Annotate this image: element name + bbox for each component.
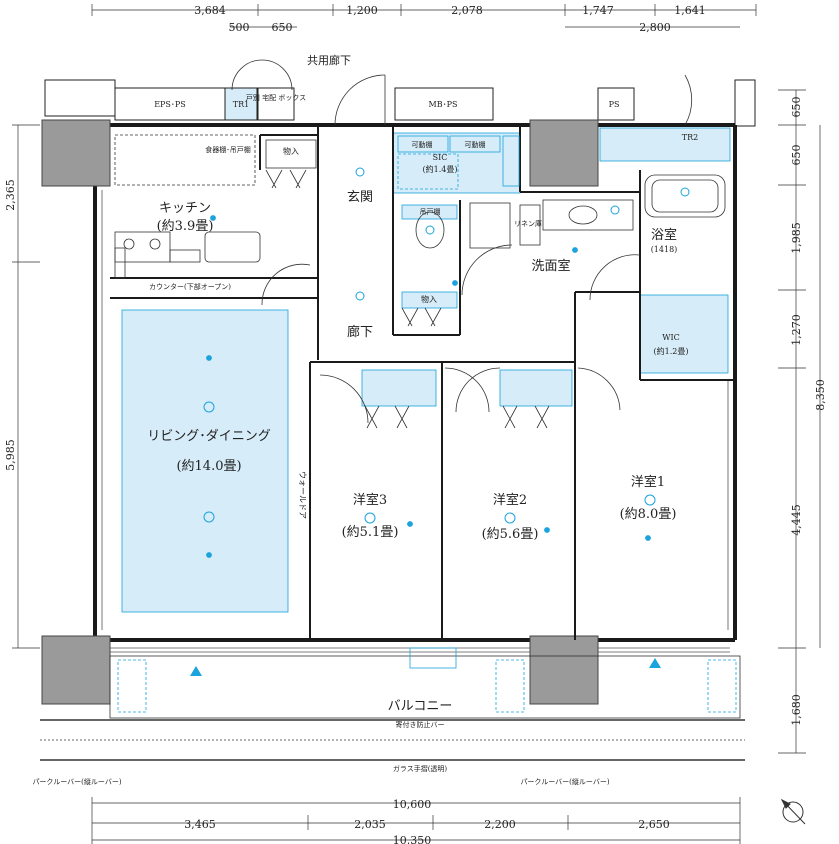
- top-dim-500: 500: [229, 21, 250, 34]
- room2-size: (約5.6畳): [482, 527, 539, 542]
- shoe-shelf-label: 吊戸棚: [420, 207, 441, 216]
- sic-zone: [392, 132, 521, 194]
- delivery-box-label: 戸別 宅配 ボックス: [246, 93, 306, 102]
- door-swings: [231, 59, 693, 424]
- bottom-dim-2650: 2,650: [638, 818, 670, 831]
- top-dim-5: 1,641: [674, 4, 706, 17]
- tr1-label: TR1: [233, 100, 249, 109]
- left-dimensions: [12, 124, 40, 649]
- wic-size: (約1.2畳): [654, 346, 689, 356]
- right-dim-650a: 650: [790, 97, 803, 118]
- right-dim-8350: 8,350: [814, 379, 827, 411]
- bottom-dim-10600: 10,600: [393, 798, 432, 811]
- bottom-dim-2035: 2,035: [354, 818, 386, 831]
- ps-label: PS: [609, 100, 620, 109]
- hallway-label: 廊下: [347, 324, 373, 340]
- hall-storage: [401, 291, 458, 309]
- outer-walls: [93, 123, 737, 642]
- top-dim-3: 2,078: [451, 4, 483, 17]
- bottom-dimensions: [91, 797, 741, 844]
- right-dim-1680: 1,680: [790, 694, 803, 726]
- bottom-dim-2200: 2,200: [484, 818, 516, 831]
- top-dim-2800: 2,800: [639, 21, 671, 34]
- bath-fixtures: [415, 174, 726, 249]
- balcony: [40, 647, 745, 761]
- tr2-label: TR2: [682, 133, 698, 142]
- blue-zones: [121, 127, 731, 613]
- top-dim-650: 650: [272, 21, 293, 34]
- kitchen-label: キッチン: [159, 201, 211, 216]
- right-dimensions: [778, 89, 821, 754]
- right-dim-4445: 4,445: [790, 504, 803, 536]
- tr2-zone: [599, 127, 731, 162]
- entrance-label: 玄関: [347, 190, 373, 205]
- bath-label: 浴室: [651, 227, 677, 243]
- kitchen-size: (約3.9畳): [157, 219, 214, 234]
- living-size: (約14.0畳): [176, 459, 241, 474]
- room-labels: キッチン (約3.9畳) 食器棚･吊戸棚 物入 玄関 SIC (約1.4畳) 可…: [32, 133, 698, 786]
- light-markers: [206, 215, 651, 558]
- balcony-label: バルコニー: [388, 699, 453, 714]
- linen-label: リネン庫: [514, 219, 542, 228]
- top-dim-2: 1,200: [346, 4, 378, 17]
- room1-label: 洋室1: [631, 474, 665, 490]
- glass-rail-label: ガラス手摺(透明): [393, 764, 448, 773]
- room1-size: (約8.0畳): [620, 507, 677, 522]
- closet-doors: [265, 169, 550, 429]
- right-dim-1270: 1,270: [790, 314, 803, 346]
- wall-door-label: ウォールドア: [298, 471, 307, 519]
- pergola-right-label: パークルーバー(縦ルーバー): [520, 777, 609, 786]
- north-arrow-icon: [780, 798, 806, 825]
- movable-shelf-2: 可動棚: [465, 140, 486, 149]
- top-dim-1: 3,684: [194, 4, 226, 17]
- service-strip: [44, 79, 756, 127]
- mbps-label: MB･PS: [429, 100, 458, 109]
- room2-label: 洋室2: [493, 492, 527, 508]
- ceiling-light-icons: [203, 167, 690, 524]
- sic-label: SIC: [433, 153, 448, 162]
- top-dim-4: 1,747: [582, 4, 614, 17]
- hall-storage-label: 物入: [421, 294, 437, 304]
- pergola-left-label: パークルーバー(縦ルーバー): [32, 777, 121, 786]
- right-dim-650b: 650: [790, 145, 803, 166]
- eps-label: EPS･PS: [154, 100, 186, 109]
- sic-size: (約1.4畳): [423, 164, 458, 174]
- dish-cabinet-label: 食器棚･吊戸棚: [205, 145, 251, 154]
- wic-zone: [639, 294, 729, 374]
- room3-label: 洋室3: [353, 492, 387, 508]
- right-dim-1985: 1,985: [790, 222, 803, 254]
- left-dim-2365: 2,365: [4, 179, 17, 211]
- room3-closet: [361, 369, 437, 407]
- kitchen-storage-label: 物入: [283, 146, 299, 156]
- living-label: リビング･ダイニング: [147, 429, 271, 444]
- kitchen-fixtures: [114, 134, 317, 279]
- washroom-label: 洗面室: [531, 258, 570, 274]
- common-corridor-label: 共用廊下: [307, 53, 351, 67]
- structural-columns: [41, 119, 599, 705]
- sic-shelves: [397, 135, 520, 190]
- counter-label: カウンター(下部オープン): [149, 282, 231, 291]
- rail-label: 寄付き防止バー: [396, 720, 445, 729]
- living-floor-zone: [121, 309, 289, 613]
- wic-label: WIC: [662, 333, 680, 342]
- bottom-dim-10350: 10,350: [393, 834, 432, 844]
- interior-walls: [110, 125, 735, 640]
- bath-size: (1418): [651, 245, 678, 254]
- bottom-dim-3465: 3,465: [184, 818, 216, 831]
- left-dim-5985: 5,985: [4, 439, 17, 471]
- room3-size: (約5.1畳): [342, 525, 399, 540]
- balcony-markers: [190, 658, 661, 676]
- top-dimensions: [91, 4, 757, 28]
- movable-shelf-1: 可動棚: [412, 140, 433, 149]
- room2-closet: [499, 369, 573, 407]
